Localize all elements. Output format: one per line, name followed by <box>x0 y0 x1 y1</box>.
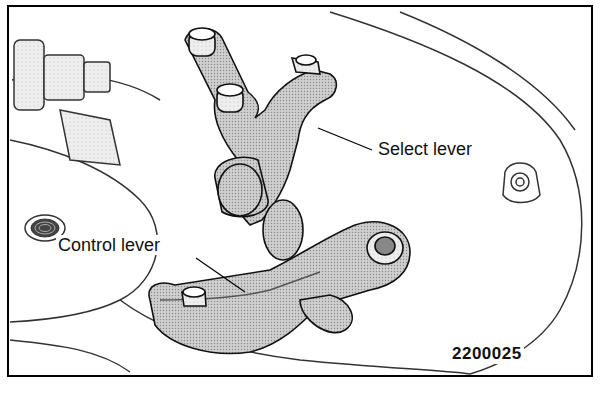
leader-line <box>318 128 372 150</box>
figure-number: 2200025 <box>450 344 524 364</box>
frame <box>8 6 592 376</box>
connector-fitting <box>14 40 120 165</box>
transmission-housing <box>10 12 582 374</box>
leader-line <box>196 258 245 292</box>
control-lever <box>149 222 410 354</box>
select-lever <box>185 28 336 260</box>
part-name: Select lever <box>376 139 474 159</box>
part-name: Control lever <box>56 235 162 255</box>
